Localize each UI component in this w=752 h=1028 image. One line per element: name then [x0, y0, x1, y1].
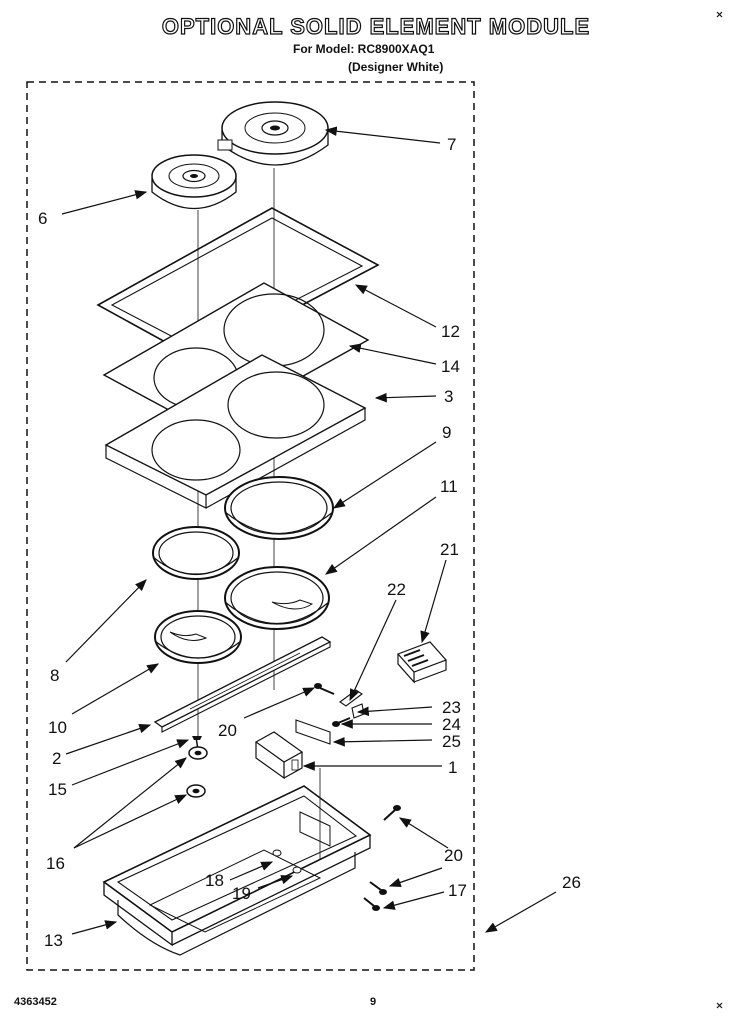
terminal-block-21 — [396, 641, 448, 684]
screw-24 — [332, 717, 351, 727]
callout-11: 11 — [440, 477, 458, 496]
page-number: 9 — [370, 996, 377, 1008]
part-number: 4363452 — [14, 996, 57, 1008]
callout-26: 26 — [562, 873, 581, 892]
nut-16-upper — [188, 746, 208, 760]
screw-17 — [363, 897, 380, 911]
callout-21: 21 — [440, 540, 459, 559]
callout-14: 14 — [441, 357, 460, 376]
small-element — [151, 154, 237, 210]
callout-17: 17 — [448, 881, 467, 900]
trim-ring-large-top — [224, 476, 334, 540]
switch-box-1 — [254, 731, 304, 780]
bracket-23 — [351, 703, 365, 719]
callout-6: 6 — [38, 209, 47, 228]
screw-20-upper — [314, 683, 335, 695]
callout-19: 19 — [232, 884, 251, 903]
callout-24: 24 — [442, 715, 461, 734]
callout-13: 13 — [44, 931, 63, 950]
shield-25 — [295, 719, 331, 745]
callout-7: 7 — [447, 135, 456, 154]
burner-box-pan — [102, 768, 372, 956]
trim-ring-small — [152, 526, 240, 580]
callout-12: 12 — [441, 322, 460, 341]
callout-20-lower: 20 — [444, 846, 463, 865]
callout-3: 3 — [444, 387, 453, 406]
callout-2: 2 — [52, 749, 61, 768]
callout-23: 23 — [442, 698, 461, 717]
callout-1: 1 — [448, 758, 457, 777]
callout-9: 9 — [442, 423, 451, 442]
callout-8: 8 — [50, 666, 59, 685]
screw-20-lower — [369, 805, 401, 895]
variant-line: (Designer White) — [348, 60, 444, 74]
drip-bowl-large — [224, 566, 330, 630]
diagram-title: OPTIONAL SOLID ELEMENT MODULE — [161, 13, 591, 39]
leader-lines — [61, 126, 557, 935]
corner-mark-top-right — [716, 11, 723, 18]
corner-mark-bottom-right — [716, 1002, 723, 1009]
callout-20-upper: 20 — [218, 721, 237, 740]
support-bracket — [153, 636, 332, 733]
callout-22: 22 — [387, 580, 406, 599]
module-boundary — [26, 81, 475, 971]
model-line: For Model: RC8900XAQ1 — [293, 42, 435, 56]
large-element — [217, 101, 329, 166]
callout-16: 16 — [46, 854, 65, 873]
callout-15: 15 — [48, 780, 67, 799]
callout-25: 25 — [442, 732, 461, 751]
callout-10: 10 — [48, 718, 67, 737]
nut-16-lower — [186, 784, 206, 798]
callout-18: 18 — [205, 871, 224, 890]
drip-bowl-small — [154, 610, 242, 664]
